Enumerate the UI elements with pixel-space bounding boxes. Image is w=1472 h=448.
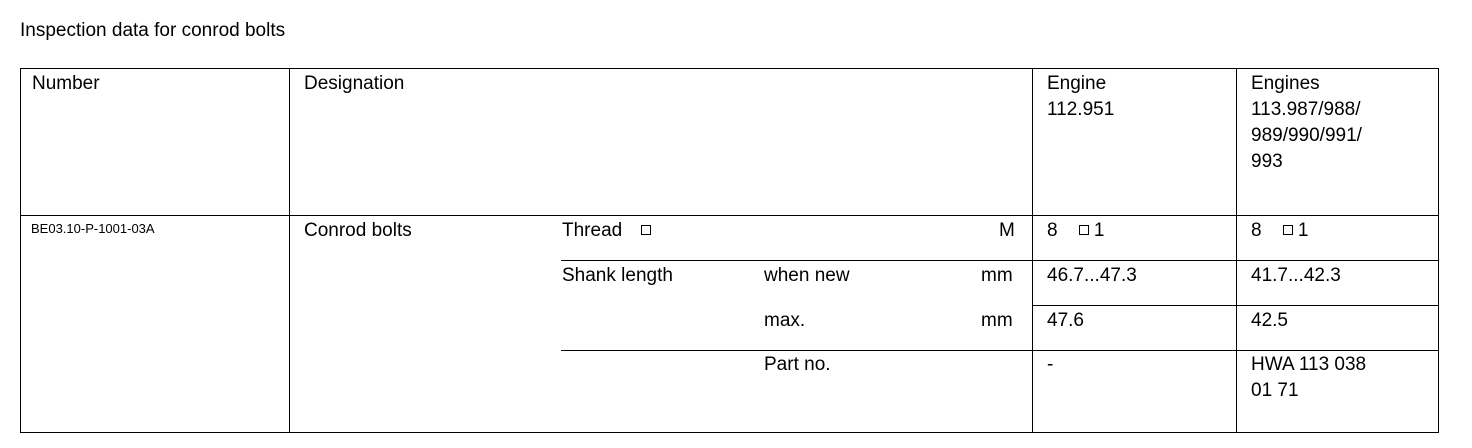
multiply-glyph-icon: [1078, 225, 1089, 236]
thread-engine-2-diameter: 8: [1251, 220, 1262, 241]
shank-max-label: max.: [764, 310, 806, 331]
document-title: Inspection data for conrod bolts: [20, 20, 286, 41]
row-divider: [561, 260, 1438, 261]
document-number: BE03.10-P-1001-03A: [31, 221, 155, 236]
column-divider: [1236, 69, 1237, 432]
thread-unit: M: [999, 220, 1015, 241]
shank-new-engine-2: 41.7...42.3: [1251, 265, 1341, 286]
thread-engine-1-diameter: 8: [1047, 220, 1058, 241]
header-number: Number: [32, 73, 100, 94]
header-engine-2-line: Engines: [1251, 73, 1320, 94]
part-no-engine-2-line: HWA 113 038: [1251, 354, 1367, 375]
header-engine-2-line: 113.987/988/: [1251, 99, 1361, 120]
header-divider: [21, 215, 1438, 216]
header-engine-2-line: 989/990/991/: [1251, 125, 1362, 146]
shank-when-new-label: when new: [764, 265, 850, 286]
thread-engine-1: 8 1: [1047, 218, 1104, 244]
thread-label-text: Thread: [562, 220, 623, 241]
header-engine-1-line: 112.951: [1047, 99, 1115, 120]
header-engine-2-line: 993: [1251, 151, 1283, 172]
row-divider: [561, 350, 1438, 351]
multiply-glyph-icon: [1282, 225, 1293, 236]
row-divider: [1032, 305, 1438, 306]
shank-length-label: Shank length: [562, 265, 673, 286]
header-engine-2: Engines 113.987/988/ 989/990/991/ 993: [1251, 71, 1362, 175]
part-no-engine-1: -: [1047, 354, 1054, 375]
thread-engine-2-pitch: 1: [1297, 220, 1309, 241]
checkbox-glyph-icon: [641, 225, 652, 236]
thread-engine-1-pitch: 1: [1093, 220, 1105, 241]
column-divider: [289, 69, 290, 432]
shank-max-engine-2: 42.5: [1251, 310, 1288, 331]
shank-max-engine-1: 47.6: [1047, 310, 1084, 331]
part-no-label: Part no.: [764, 354, 831, 375]
header-designation: Designation: [304, 73, 405, 94]
shank-new-engine-1: 46.7...47.3: [1047, 265, 1137, 286]
thread-engine-2: 8 1: [1251, 218, 1308, 244]
part-no-engine-2-line: 01 71: [1251, 380, 1299, 401]
header-engine-1-line: Engine: [1047, 73, 1107, 94]
inspection-table: Number Designation Engine 112.951 Engine…: [20, 68, 1439, 433]
part-no-engine-2: HWA 113 038 01 71: [1251, 352, 1366, 404]
column-divider: [1032, 69, 1033, 432]
designation-conrod-bolts: Conrod bolts: [304, 220, 412, 241]
shank-new-unit: mm: [981, 265, 1013, 286]
shank-max-unit: mm: [981, 310, 1013, 331]
header-engine-1: Engine 112.951: [1047, 71, 1114, 123]
thread-label: Thread: [562, 218, 652, 244]
